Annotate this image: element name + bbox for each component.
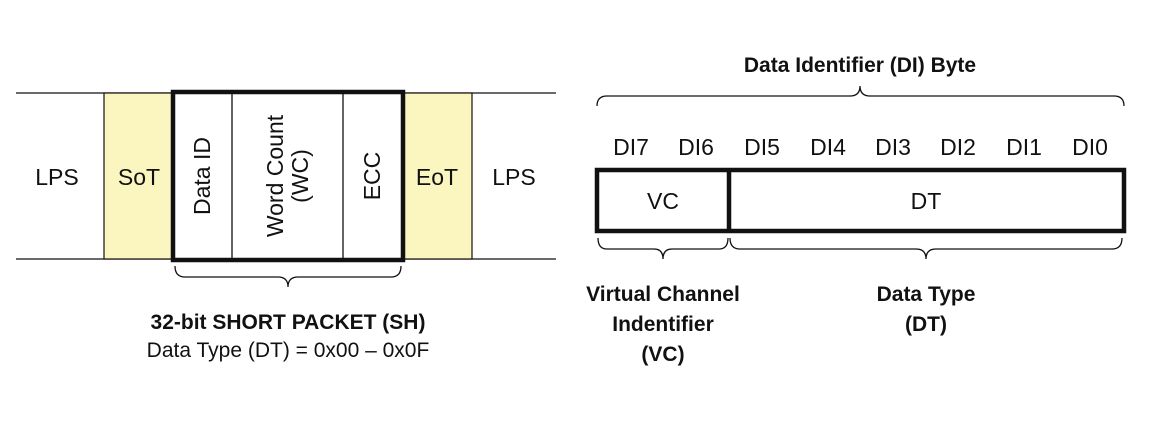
eot-field [400, 92, 473, 260]
vc-brace [597, 237, 729, 260]
vc-description-line2: Indentifier [612, 313, 714, 336]
di-byte-brace [596, 85, 1125, 107]
word-count-abbrev: (WC) [287, 149, 313, 203]
sot-field [103, 92, 176, 260]
word-count-label: Word Count [262, 114, 288, 237]
short-packet-subtitle: Data Type (DT) = 0x00 – 0x0F [147, 339, 430, 362]
ecc-label: ECC [359, 152, 385, 201]
bit-label-di1: DI1 [1006, 134, 1042, 160]
vc-description-line3: (VC) [641, 343, 684, 366]
packet-brace [174, 265, 402, 288]
dt-description-line1: Data Type [877, 283, 976, 306]
short-packet-diagram: LPS LPS SoT EoT Data ID Word Count (WC) … [16, 89, 556, 362]
di-byte-diagram: Data Identifier (DI) Byte DI7 DI6 DI5 DI… [586, 54, 1127, 366]
dt-field-label: DT [911, 188, 942, 214]
lps-right-label: LPS [492, 164, 535, 190]
bit-label-di0: DI0 [1072, 134, 1108, 160]
bit-label-row: DI7 DI6 DI5 DI4 DI3 DI2 DI1 DI0 [613, 134, 1108, 160]
bit-label-di5: DI5 [744, 134, 780, 160]
di-byte-box [594, 167, 1127, 234]
lps-left-label: LPS [35, 164, 78, 190]
bit-label-di4: DI4 [810, 134, 846, 160]
eot-label: EoT [416, 164, 458, 190]
vc-field-label: VC [647, 188, 679, 214]
dt-description-line2: (DT) [905, 313, 947, 336]
sot-label: SoT [118, 164, 160, 190]
packet-frame [170, 89, 406, 263]
short-packet-title: 32-bit SHORT PACKET (SH) [151, 311, 426, 334]
data-id-label: Data ID [189, 137, 215, 215]
bit-label-di7: DI7 [613, 134, 649, 160]
bit-label-di2: DI2 [940, 134, 976, 160]
di-byte-title: Data Identifier (DI) Byte [744, 54, 976, 77]
bit-label-di6: DI6 [678, 134, 714, 160]
bit-label-di3: DI3 [875, 134, 911, 160]
dt-brace [729, 237, 1123, 260]
vc-description-line1: Virtual Channel [586, 283, 740, 306]
